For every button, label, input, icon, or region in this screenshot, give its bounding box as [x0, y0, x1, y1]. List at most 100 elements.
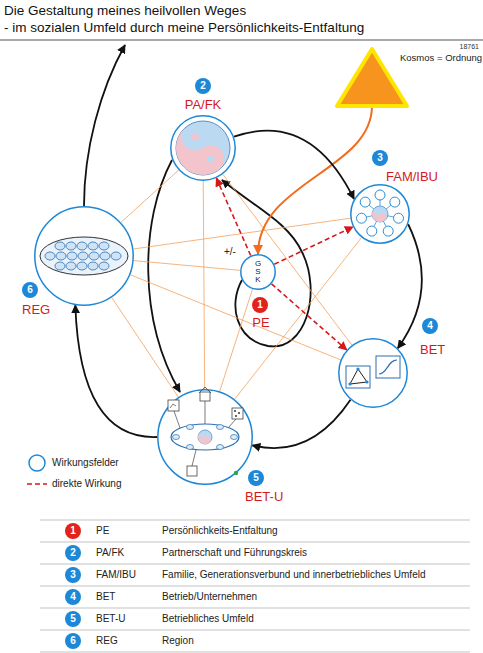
- table-rule: [40, 564, 470, 565]
- node-outline: [34, 206, 134, 306]
- network-dot: [365, 380, 368, 383]
- cosmos-triangle: Kosmos = Ordnung: [334, 46, 410, 108]
- relation-line: [203, 181, 204, 389]
- region-member: [77, 242, 87, 250]
- environment-ring: [171, 424, 239, 450]
- table-description: Region: [162, 635, 194, 647]
- yin-yang-dot: [190, 132, 200, 142]
- region-member: [100, 252, 110, 260]
- cluster-link: [362, 214, 381, 218]
- table-description: Partnerschaft und Führungskreis: [162, 547, 307, 559]
- yin-yang-disc: [198, 430, 212, 444]
- field-circle: 4BET: [338, 338, 408, 408]
- environment-member: [187, 445, 194, 450]
- callout-number: 1: [252, 297, 268, 313]
- node-label: FAM/IBU: [386, 169, 438, 184]
- table-abbreviation: FAM/IBU: [96, 569, 136, 581]
- circle-shape: [351, 185, 409, 243]
- region-member: [56, 252, 66, 260]
- yin-yang-half: [165, 118, 229, 185]
- company-icons: [346, 356, 400, 388]
- environment-link: [174, 411, 180, 428]
- table-description: Persönlichkeits-Entfaltung: [162, 525, 278, 537]
- callout-number: 6: [22, 282, 38, 298]
- status-dot: [234, 471, 238, 475]
- table-rule: [40, 542, 470, 543]
- callout-number: 2: [195, 78, 211, 94]
- table-number: 2: [65, 545, 81, 561]
- center-circle: G S K1PE: [240, 254, 276, 290]
- network-triangle: [350, 369, 367, 384]
- environment-members: [173, 425, 238, 450]
- field-circle: 6REG: [34, 206, 134, 306]
- table-number: 1: [65, 523, 81, 539]
- table-abbreviation: REG: [96, 635, 118, 647]
- title: Die Gestaltung meines heilvollen Weges: [4, 3, 246, 19]
- table-rules: [40, 520, 470, 652]
- cluster-link: [365, 202, 380, 214]
- environment-member: [217, 425, 224, 430]
- cluster-link: [380, 214, 399, 218]
- region-member: [99, 242, 109, 250]
- yin-yang-disc: [372, 206, 388, 222]
- region-member: [66, 242, 76, 250]
- table-description: Betrieb/Unternehmen: [162, 591, 257, 603]
- circle-shape: [35, 207, 133, 305]
- node-outline: [350, 184, 410, 244]
- cluster-member: [394, 213, 404, 223]
- legend-sample-circle: [29, 455, 45, 471]
- document-number: 18761: [430, 43, 479, 50]
- environment-illustration: [168, 387, 243, 476]
- region-member: [66, 262, 76, 270]
- house-roof: [199, 387, 211, 393]
- callout-number: 5: [248, 470, 264, 486]
- node-label: PA/FK: [173, 97, 233, 112]
- cycle-arrow: [252, 400, 350, 448]
- circle-shape: [171, 116, 235, 180]
- yin-yang-half: [369, 205, 388, 225]
- title-rule: [0, 40, 483, 41]
- table-rule: [40, 520, 470, 521]
- table-number: 3: [65, 567, 81, 583]
- region-member: [111, 252, 121, 260]
- icon-box: [346, 366, 370, 388]
- table-abbreviation: BET: [96, 591, 115, 603]
- cluster-member: [357, 213, 367, 223]
- table-rule: [40, 652, 470, 653]
- cluster-member: [390, 197, 400, 207]
- region-member: [88, 242, 98, 250]
- field-circle: 3FAM/IBU: [350, 184, 410, 244]
- cluster-member: [367, 226, 377, 236]
- family-cluster: [357, 190, 404, 236]
- triangle-shape: [337, 49, 407, 106]
- cluster-links: [362, 195, 399, 231]
- environment-member: [173, 435, 180, 440]
- cluster-member: [360, 197, 370, 207]
- node-label: Kosmos = Ordnung: [400, 52, 482, 63]
- circle-shape: [158, 390, 252, 484]
- region-illustration: [40, 237, 128, 275]
- cycle-arrow: [75, 305, 157, 437]
- relation-line: [220, 289, 253, 391]
- environment-link: [192, 450, 196, 466]
- house-icon: [200, 392, 210, 401]
- relation-line: [134, 218, 351, 249]
- cluster-member: [375, 190, 385, 200]
- node-outline: [338, 338, 408, 408]
- node-label: PE: [241, 315, 281, 330]
- icon-dot: [235, 415, 237, 417]
- region-ring: [40, 237, 128, 275]
- node-label: BET: [420, 342, 445, 357]
- table-abbreviation: BET-U: [96, 613, 125, 625]
- cluster-link: [372, 214, 380, 231]
- table-number: 5: [65, 611, 81, 627]
- cluster-link: [380, 202, 395, 214]
- table-rule: [40, 630, 470, 631]
- cycle-arrow: [398, 224, 422, 348]
- region-member: [67, 252, 77, 260]
- cluster-members: [357, 190, 404, 236]
- yin-yang-disc: [176, 121, 230, 175]
